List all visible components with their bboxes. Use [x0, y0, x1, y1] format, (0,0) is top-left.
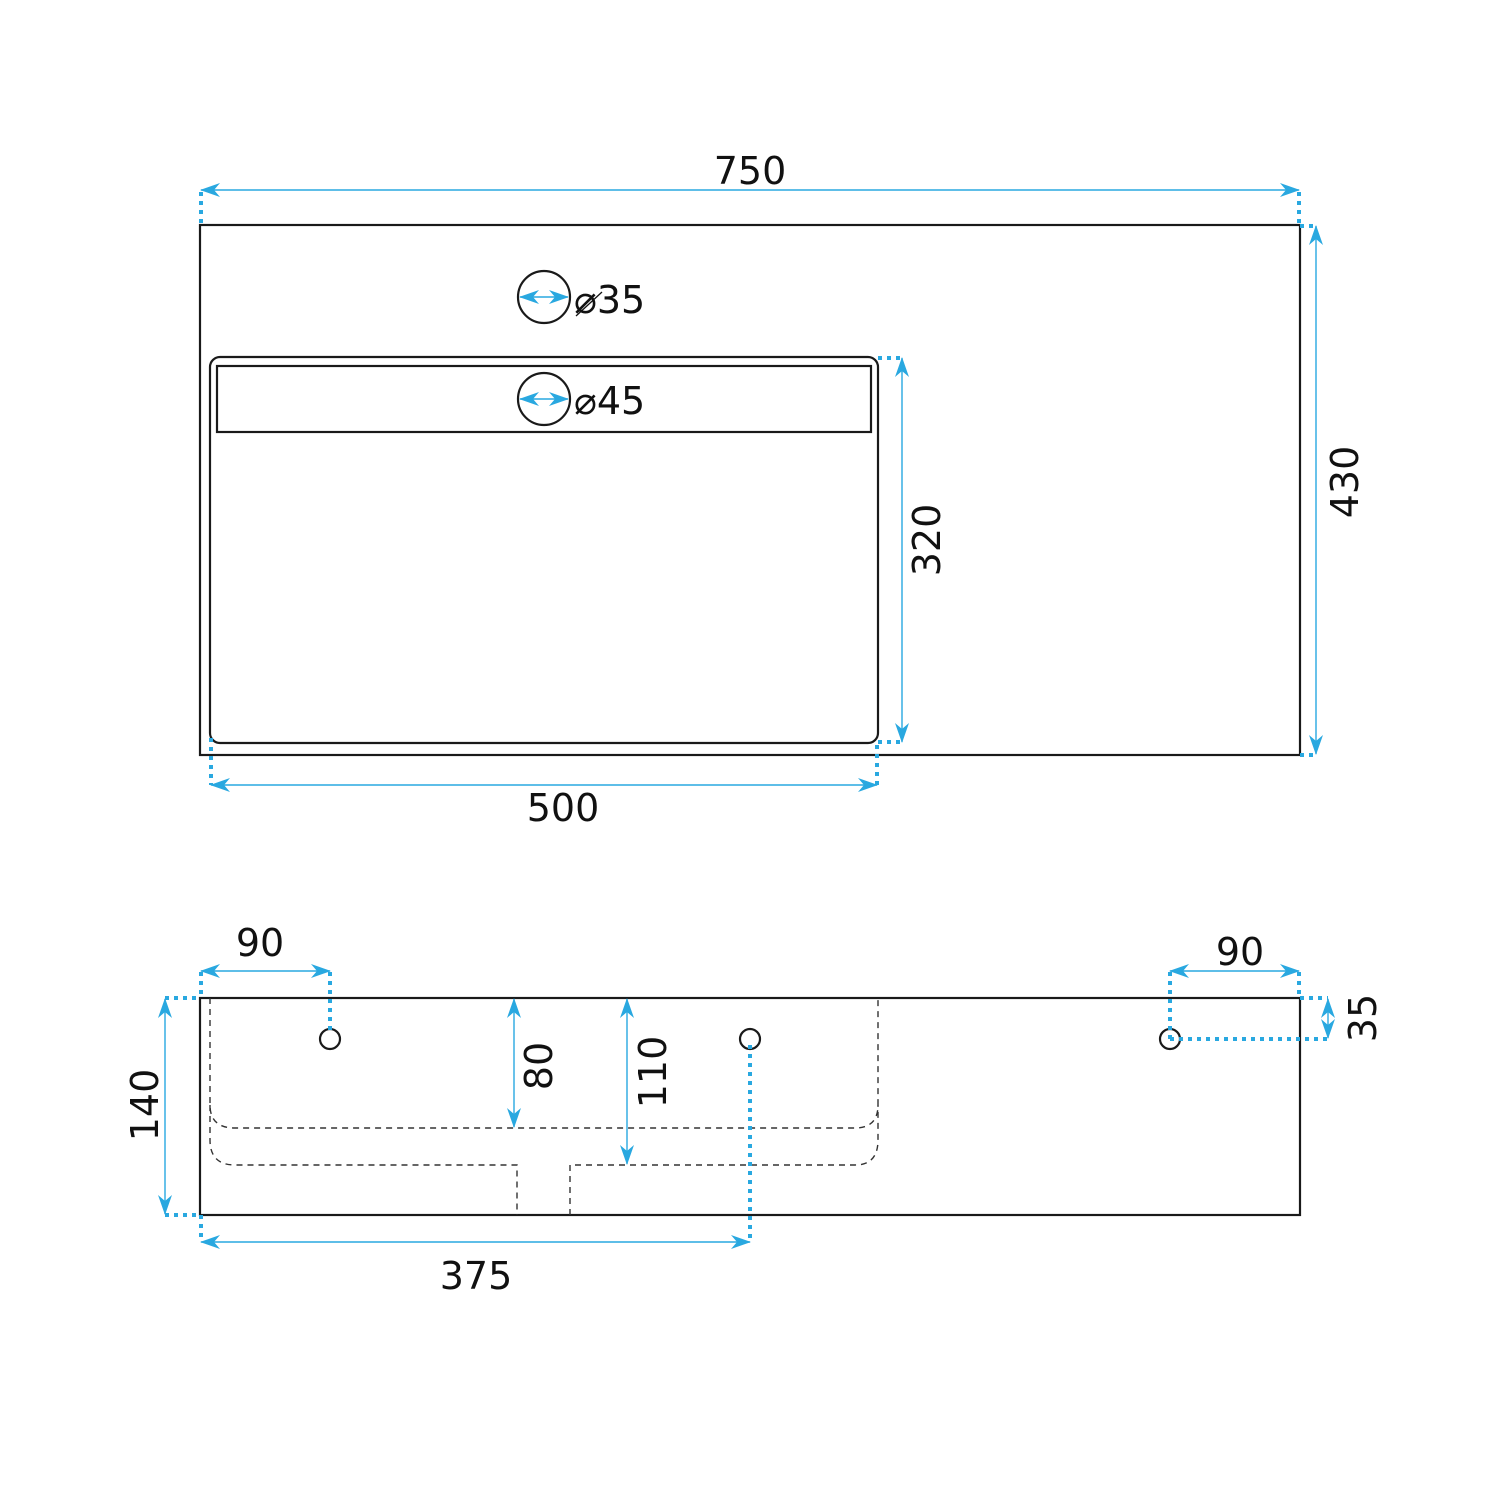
- front-view: 90 90 35 140 80 110 375: [123, 921, 1385, 1298]
- basin-depth-label: 320: [905, 504, 949, 577]
- tap-hole-icon: [516, 269, 572, 325]
- basin-width-label: 500: [527, 786, 600, 830]
- center-offset-label: 375: [440, 1254, 513, 1298]
- basin-outline: [208, 355, 880, 745]
- overflow-channel: [215, 364, 873, 434]
- tap-hole-label: ⌀35: [574, 278, 645, 322]
- mount-hole-left-icon: [318, 1027, 342, 1051]
- drain-label: ⌀45: [574, 379, 645, 423]
- left-offset-label: 90: [236, 921, 284, 965]
- width-label: 750: [714, 149, 787, 193]
- basin-inner-hidden-line: [209, 998, 879, 1129]
- basin-depth-label: 110: [631, 1036, 675, 1109]
- hole-height-label: 35: [1341, 994, 1385, 1042]
- right-offset-label: 90: [1216, 930, 1264, 974]
- basin-outer-hidden-line: [209, 1105, 879, 1215]
- inner-depth-label: 80: [517, 1042, 561, 1090]
- countertop-outline: [198, 223, 1302, 757]
- drain-hole-icon: [516, 371, 572, 427]
- front-outline: [198, 996, 1302, 1217]
- height-label: 140: [123, 1069, 167, 1142]
- top-view: ⌀35 ⌀45 750 430 320 500: [198, 149, 1367, 830]
- depth-label: 430: [1323, 446, 1367, 519]
